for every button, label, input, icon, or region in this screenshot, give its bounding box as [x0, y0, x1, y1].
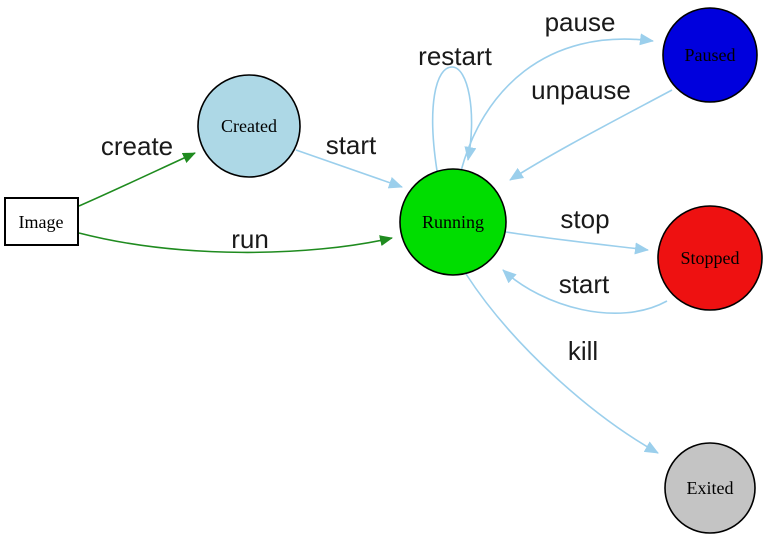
edge-label-create: create: [101, 131, 173, 161]
image-node-label: Image: [19, 212, 64, 232]
edge-restart: [431, 66, 477, 178]
exited-node-circle: [664, 442, 756, 534]
edge-label-kill: kill: [568, 336, 598, 366]
edge-stop: [505, 231, 649, 255]
edge-label-start-stopped: start: [559, 269, 610, 299]
running-node-label: Running: [422, 212, 484, 232]
edge-label-restart: restart: [418, 41, 492, 71]
edge-start-stopped: [502, 269, 668, 314]
created-node-label: Created: [221, 116, 277, 136]
edge-create: [78, 152, 196, 207]
edge-start-created: [295, 149, 403, 189]
node-exited: Exited: [664, 442, 756, 534]
edge-kill: [465, 273, 659, 454]
edges: [78, 33, 673, 454]
node-created: Created: [197, 74, 301, 178]
paused-node-circle: [662, 7, 758, 103]
stopped-node-label: Stopped: [680, 248, 739, 268]
exited-node-label: Exited: [687, 478, 734, 498]
paused-node-label: Paused: [685, 45, 736, 65]
edge-pause: [460, 33, 654, 172]
nodes: Image Created Running Paused Stopped Exi: [4, 7, 763, 534]
node-stopped: Stopped: [657, 205, 763, 311]
edge-label-start-created: start: [326, 130, 377, 160]
edge-label-unpause: unpause: [531, 75, 631, 105]
edge-run: [78, 232, 393, 254]
stopped-node-circle: [657, 205, 763, 311]
edge-labels: create run start restart pause unpause s…: [101, 7, 631, 366]
edge-label-pause: pause: [545, 7, 616, 37]
node-image: Image: [4, 197, 79, 246]
edge-label-stop: stop: [560, 204, 609, 234]
edge-unpause: [509, 89, 673, 181]
image-node-box: [4, 197, 79, 246]
created-node-circle: [197, 74, 301, 178]
edge-label-run: run: [231, 224, 269, 254]
running-node-circle: [399, 168, 507, 276]
node-paused: Paused: [662, 7, 758, 103]
node-running: Running: [399, 168, 507, 276]
